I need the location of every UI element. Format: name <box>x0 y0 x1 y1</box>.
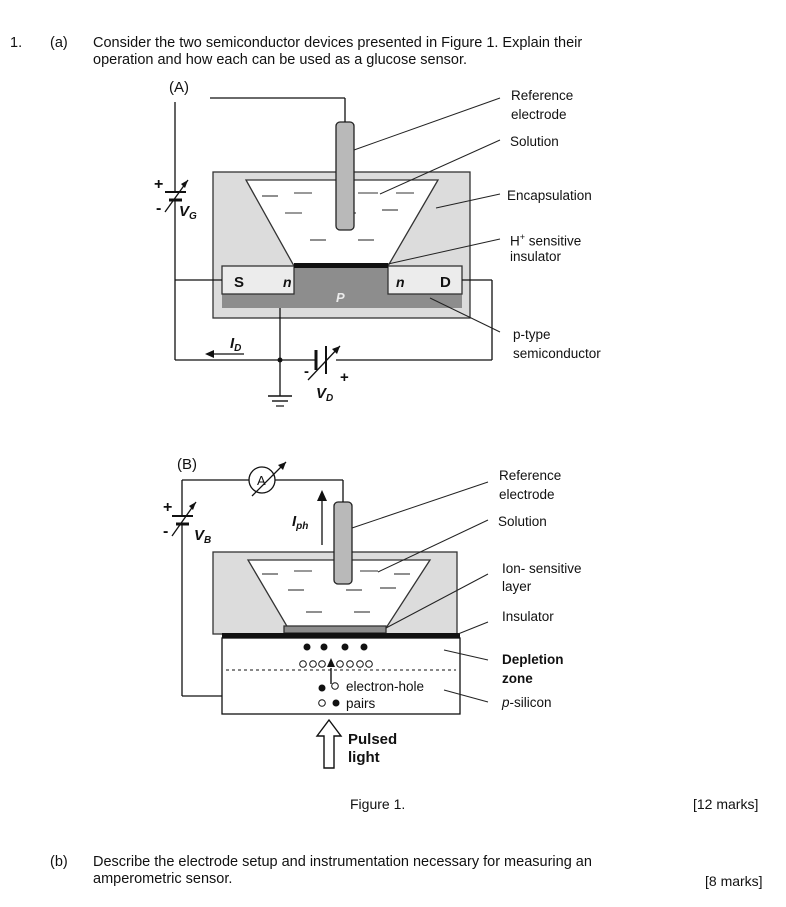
device-b-ehp-label-1: electron-hole <box>346 679 424 694</box>
part-a-marks: [12 marks] <box>693 796 759 812</box>
device-a-tag: (A) <box>169 79 189 96</box>
device-b-leader-lines <box>351 481 489 703</box>
device-b-tag: (B) <box>177 456 197 473</box>
device-a-vg-symbol: VG <box>179 203 197 222</box>
device-b-vb-symbol: VB <box>194 527 211 546</box>
device-a-source-label: S <box>234 274 244 291</box>
part-b-text-line2: amperometric sensor. <box>93 871 233 887</box>
device-b-pulsed-label-2: light <box>348 749 380 766</box>
part-a-text-line2: operation and how each can be used as a … <box>93 52 468 68</box>
device-a-label-reference-2: electrode <box>511 107 567 122</box>
device-b-vb-minus: - <box>163 523 168 540</box>
device-a-label-ptype-1: p-type <box>513 327 551 342</box>
device-b-label-ion-1: Ion- sensitive <box>502 561 582 576</box>
device-b-ehp-label-2: pairs <box>346 696 376 711</box>
device-b-label-reference-1: Reference <box>499 468 562 483</box>
device-b-label-reference-2: electrode <box>499 487 555 502</box>
device-a-n-left: n <box>283 274 292 290</box>
device-a-label-h-sensitive: H+ sensitive <box>510 232 582 249</box>
device-a-n-right: n <box>396 274 405 290</box>
part-b-marks: [8 marks] <box>705 873 763 889</box>
device-b-ion-sensitive-layer <box>283 625 387 634</box>
device-a-label-solution: Solution <box>510 134 559 149</box>
device-a-p-label: P <box>336 290 345 305</box>
device-a-drain-label: D <box>440 274 451 291</box>
device-b-silicon-block <box>221 637 461 715</box>
device-a-vg-minus: - <box>156 200 161 217</box>
device-a-vg-plus: + <box>154 176 163 193</box>
device-b-reference-electrode <box>333 501 353 585</box>
part-a-label: (a) <box>50 35 68 51</box>
device-b-iph-symbol: Iph <box>292 513 308 532</box>
device-b <box>171 461 489 769</box>
device-a-label-encapsulation: Encapsulation <box>507 188 592 203</box>
device-a-id-symbol: ID <box>230 335 241 354</box>
figure-caption: Figure 1. <box>350 796 406 812</box>
device-a-vd-minus: - <box>304 363 309 380</box>
device-a-id-arrow <box>205 350 214 358</box>
device-a-leader-lines <box>353 97 501 333</box>
device-a-label-reference-1: Reference <box>511 88 574 103</box>
device-a-source-region <box>221 265 295 295</box>
device-a-reference-electrode <box>335 121 355 231</box>
device-a-sensitive-insulator <box>294 263 388 268</box>
device-b-solution-dashes <box>262 570 410 613</box>
device-a-vd-plus: + <box>340 369 349 386</box>
device-b-ammeter-label: A <box>257 473 266 488</box>
part-b-label: (b) <box>50 854 68 870</box>
question-number: 1. <box>10 35 23 51</box>
part-b-text-line1: Describe the electrode setup and instrum… <box>93 854 592 870</box>
device-a-vd-symbol: VD <box>316 385 333 404</box>
device-b-insulator <box>222 633 460 638</box>
device-b-label-depletion-1: Depletion <box>502 652 564 667</box>
device-b-label-psilicon: p-silicon <box>502 695 552 710</box>
device-b-label-depletion-2: zone <box>502 671 533 686</box>
device-b-electron-hole-pairs <box>299 643 373 707</box>
device-b-label-insulator: Insulator <box>502 609 554 624</box>
device-a-label-ptype-2: semiconductor <box>513 346 601 361</box>
device-a <box>164 97 501 407</box>
device-b-pulsed-light-arrow <box>315 718 343 769</box>
device-b-label-solution: Solution <box>498 514 547 529</box>
device-b-iph-arrow-head <box>317 490 327 501</box>
part-a-text-line1: Consider the two semiconductor devices p… <box>93 35 583 51</box>
device-b-pulsed-label-1: Pulsed <box>348 731 397 748</box>
device-b-label-ion-2: layer <box>502 579 532 594</box>
device-b-vb-plus: + <box>163 499 172 516</box>
device-a-label-insulator: insulator <box>510 249 562 264</box>
